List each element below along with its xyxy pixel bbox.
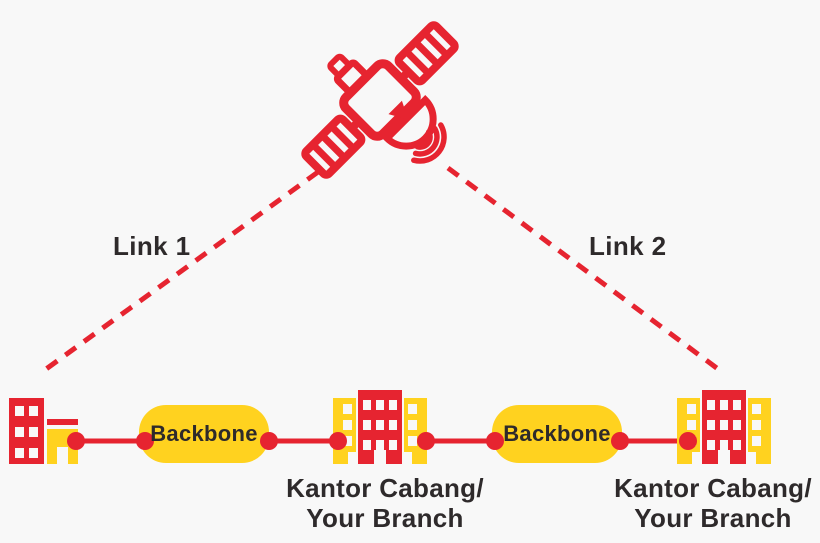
backbone2-label: Backbone [503, 421, 611, 446]
signal-waves-icon [411, 122, 447, 164]
backbone-pill-1 [139, 405, 269, 463]
hq-buildings-icon [9, 398, 78, 464]
branch2-label-line1: Kantor Cabang/ [614, 473, 812, 503]
branch1-label: Kantor Cabang/ Your Branch [245, 473, 525, 534]
link1-dashed-line [40, 169, 320, 375]
branch-buildings-icon [333, 390, 427, 464]
connector-node [136, 432, 154, 450]
connector-node [329, 432, 347, 450]
branch1-label-line2: Your Branch [306, 503, 464, 534]
connector-node [611, 432, 629, 450]
connector-node [67, 432, 85, 450]
link2-dashed-line [446, 165, 724, 375]
branch1-label-line1: Kantor Cabang/ [286, 473, 484, 503]
backbone-pill-2 [492, 405, 622, 463]
connector-nodes [67, 432, 697, 450]
connector-node [486, 432, 504, 450]
connector-node [679, 432, 697, 450]
branch2-label: Kantor Cabang/ Your Branch [573, 473, 820, 534]
satellite-dish-icon [301, 21, 459, 179]
backbone1-label: Backbone [150, 421, 258, 446]
branch2-label-line2: Your Branch [634, 503, 792, 534]
connector-node [417, 432, 435, 450]
connector-node [260, 432, 278, 450]
branch-buildings-icon [677, 390, 771, 464]
link1-label: Link 1 [113, 231, 191, 261]
link2-label: Link 2 [589, 231, 667, 261]
